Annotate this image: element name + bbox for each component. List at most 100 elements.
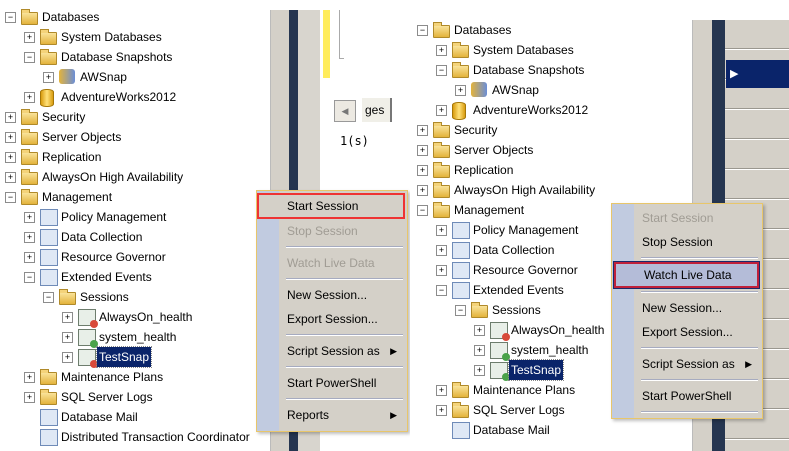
- tree-node-label: AdventureWorks2012: [61, 90, 177, 104]
- folder-icon: [40, 49, 57, 65]
- tree-node-label: AlwaysOn High Availability: [42, 170, 184, 184]
- expand-icon[interactable]: +: [5, 132, 16, 143]
- menu-item-label: New Session...: [642, 301, 723, 315]
- gen-icon: [452, 262, 470, 279]
- expand-icon[interactable]: +: [62, 332, 73, 343]
- collapse-icon[interactable]: −: [417, 25, 428, 36]
- menu-item-stop-session[interactable]: Stop Session: [612, 230, 762, 254]
- menu-item-start-session[interactable]: Start Session: [257, 193, 405, 219]
- folder-icon: [433, 162, 450, 178]
- expand-icon[interactable]: +: [24, 92, 35, 103]
- folder-icon: [40, 389, 57, 405]
- folder-icon: [59, 289, 76, 305]
- menu-item-label: Script Session as: [287, 344, 380, 358]
- expand-icon[interactable]: +: [455, 85, 466, 96]
- menu-item-label: Watch Live Data: [644, 268, 732, 282]
- menu-item-export-session[interactable]: Export Session...: [612, 320, 762, 344]
- tree-node-label: AlwaysOn High Availability: [454, 183, 596, 197]
- expand-icon[interactable]: +: [5, 152, 16, 163]
- expand-icon[interactable]: +: [436, 45, 447, 56]
- menu-separator: [286, 398, 403, 400]
- tree-node-label: Replication: [42, 150, 102, 164]
- expand-icon[interactable]: +: [474, 365, 485, 376]
- expand-icon[interactable]: +: [24, 212, 35, 223]
- scroll-left-button[interactable]: ◀: [334, 100, 356, 122]
- menu-item-label: Start Session: [287, 199, 359, 213]
- rows-affected-text: 1(s): [340, 134, 369, 148]
- tree-node-label: TestSnap: [507, 359, 565, 381]
- collapse-icon[interactable]: −: [5, 12, 16, 23]
- collapse-icon[interactable]: −: [43, 292, 54, 303]
- expand-icon[interactable]: +: [24, 232, 35, 243]
- expand-icon[interactable]: +: [417, 185, 428, 196]
- expand-icon[interactable]: +: [436, 405, 447, 416]
- tree-node-label: Policy Management: [473, 223, 579, 237]
- expand-icon[interactable]: +: [417, 165, 428, 176]
- expand-icon[interactable]: +: [24, 392, 35, 403]
- folder-icon: [40, 369, 57, 385]
- expand-icon[interactable]: +: [474, 325, 485, 336]
- menu-separator: [286, 278, 403, 280]
- menu-item-new-session[interactable]: New Session...: [612, 296, 762, 320]
- expand-icon[interactable]: +: [436, 265, 447, 276]
- tree-node-label: Management: [42, 190, 113, 204]
- messages-tab[interactable]: ges: [362, 98, 392, 122]
- collapse-icon[interactable]: −: [436, 65, 447, 76]
- collapse-icon[interactable]: −: [455, 305, 466, 316]
- expand-icon[interactable]: +: [5, 172, 16, 183]
- expand-icon[interactable]: +: [417, 145, 428, 156]
- menu-item-script-session-as[interactable]: Script Session as▶: [612, 352, 762, 376]
- collapse-icon[interactable]: −: [24, 52, 35, 63]
- menu-item-start-powershell[interactable]: Start PowerShell: [612, 384, 762, 408]
- menu-gutter: [612, 204, 634, 418]
- expand-icon[interactable]: +: [436, 385, 447, 396]
- submenu-arrow-icon: ▶: [390, 346, 397, 356]
- menu-separator: [641, 411, 758, 413]
- tree-node-label: System Databases: [473, 43, 574, 57]
- tree-node-label: Server Objects: [454, 143, 534, 157]
- menu-item-watch-live-data[interactable]: Watch Live Data: [257, 251, 407, 275]
- expand-icon[interactable]: +: [43, 72, 54, 83]
- gen-icon: [40, 209, 58, 226]
- expand-icon[interactable]: +: [62, 312, 73, 323]
- tree-node-label: Policy Management: [61, 210, 167, 224]
- menu-item-export-session[interactable]: Export Session...: [257, 307, 407, 331]
- collapse-icon[interactable]: −: [5, 192, 16, 203]
- menu-item-start-session[interactable]: Start Session: [612, 206, 762, 230]
- expand-icon[interactable]: +: [62, 352, 73, 363]
- selected-row-indicator-icon[interactable]: ▶: [726, 60, 789, 88]
- sess-icon: [490, 362, 510, 381]
- menu-item-start-powershell[interactable]: Start PowerShell: [257, 371, 407, 395]
- expand-icon[interactable]: +: [24, 32, 35, 43]
- object-explorer-before: ◀ ges 1(s) −Databases+System Databases−D…: [5, 9, 408, 451]
- collapse-icon[interactable]: −: [436, 285, 447, 296]
- menu-item-script-session-as[interactable]: Script Session as ▶: [257, 339, 407, 363]
- tree-node-label: TestSnap: [95, 346, 153, 368]
- expand-icon[interactable]: +: [24, 252, 35, 263]
- tree-node-label: Sessions: [80, 290, 129, 304]
- menu-item-label: Start PowerShell: [642, 389, 732, 403]
- expand-icon[interactable]: +: [24, 372, 35, 383]
- gen-icon: [40, 249, 58, 266]
- collapse-icon[interactable]: −: [417, 205, 428, 216]
- folder-icon: [40, 29, 57, 45]
- expand-icon[interactable]: +: [436, 105, 447, 116]
- menu-item-label: Export Session...: [642, 325, 733, 339]
- expand-icon[interactable]: +: [417, 125, 428, 136]
- tree-node-label: AdventureWorks2012: [473, 103, 589, 117]
- collapse-icon[interactable]: −: [24, 272, 35, 283]
- expand-icon[interactable]: +: [474, 345, 485, 356]
- menu-separator: [286, 334, 403, 336]
- sess-icon: [78, 309, 98, 328]
- tree-node-label: Extended Events: [473, 283, 564, 297]
- tree-node-label: Maintenance Plans: [61, 370, 164, 384]
- expand-icon[interactable]: +: [436, 245, 447, 256]
- expand-icon[interactable]: +: [5, 112, 16, 123]
- menu-item-stop-session[interactable]: Stop Session: [257, 219, 407, 243]
- menu-item-new-session[interactable]: New Session...: [257, 283, 407, 307]
- menu-item-watch-live-data[interactable]: Watch Live Data: [613, 261, 760, 289]
- expand-icon[interactable]: +: [436, 225, 447, 236]
- menu-item-reports[interactable]: Reports▶: [257, 403, 407, 427]
- menu-item-label: Script Session as: [642, 357, 735, 371]
